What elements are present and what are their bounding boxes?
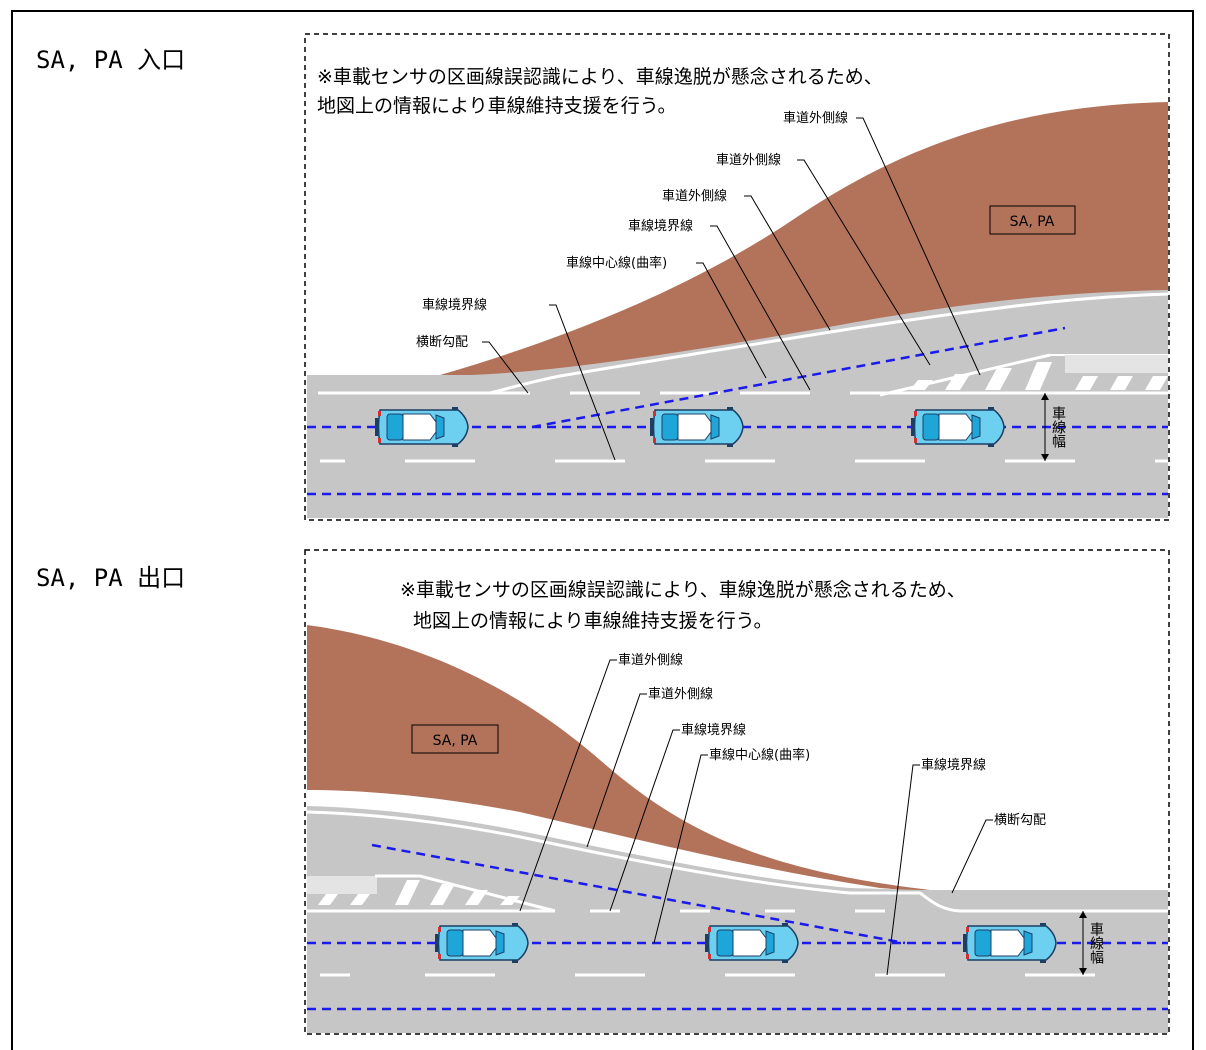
- exit-area-label: SA, PA: [433, 733, 478, 749]
- entrance-note-line1: ※車載センサの区画線誤認識により、車線逸脱が懸念されるため、: [317, 65, 883, 88]
- page-frame: [11, 10, 1194, 1050]
- entrance-road: [307, 290, 1168, 518]
- exit-gore-block: [307, 876, 377, 894]
- entrance-outer-edge-line: [307, 292, 1169, 395]
- entrance-leader-lines: [482, 117, 981, 461]
- exit-leader-lines: [519, 659, 993, 976]
- entrance-area-label: SA, PA: [1010, 214, 1055, 230]
- car: [910, 406, 1005, 448]
- car: [649, 406, 744, 448]
- exit-road: [307, 806, 1168, 1033]
- exit-label-center-curvature: 車線中心線(曲率): [709, 747, 810, 763]
- exit-outer-edge-line: [306, 810, 1168, 913]
- entrance-gore-block: [1065, 355, 1168, 373]
- car: [704, 922, 799, 964]
- exit-label-boundary-line-2: 車線境界線: [921, 757, 986, 773]
- exit-diagram: 車線幅 SA, PA ※車載センサの区画線誤認識により、車線逸脱が懸念されるため…: [304, 549, 1170, 1035]
- entrance-label-outer-line-1: 車道外側線: [783, 110, 848, 126]
- section-title-entrance: SA, PA 入口: [36, 46, 186, 74]
- entrance-label-boundary-line-1: 車線境界線: [628, 218, 693, 234]
- car: [962, 922, 1057, 964]
- exit-label-cross-slope: 横断勾配: [994, 813, 1046, 828]
- entrance-note-line2: 地図上の情報により車線維持支援を行う。: [317, 95, 676, 117]
- car: [374, 406, 469, 448]
- entrance-diagram: 車線幅 SA, PA ※車載センサの区画線誤認識により、車線逸脱が懸念されるため…: [304, 33, 1170, 521]
- entrance-label-center-curvature: 車線中心線(曲率): [566, 255, 667, 271]
- section-title-exit: SA, PA 出口: [36, 564, 186, 592]
- exit-note-line1: ※車載センサの区画線誤認識により、車線逸脱が懸念されるため、: [400, 578, 966, 601]
- entrance-lane-width-label: 車線幅: [1050, 405, 1066, 448]
- entrance-label-outer-line-3: 車道外側線: [662, 188, 727, 204]
- exit-chevrons: [318, 880, 520, 905]
- entrance-label-outer-line-2: 車道外側線: [716, 152, 781, 168]
- exit-note-line2: 地図上の情報により車線維持支援を行う。: [413, 610, 772, 632]
- entrance-lane-markings: [307, 391, 1168, 463]
- entrance-labels: 車道外側線 車道外側線 車道外側線 車線境界線 車線中心線(曲率) 車線境界線 …: [416, 110, 848, 350]
- entrance-service-area: [440, 102, 1168, 380]
- exit-labels: 車道外側線 車道外側線 車線境界線 車線中心線(曲率) 車線境界線 横断勾配: [618, 652, 1046, 828]
- exit-label-outer-line-1: 車道外側線: [618, 652, 683, 668]
- entrance-label-boundary-line-2: 車線境界線: [422, 297, 487, 313]
- entrance-lane-width-marker: 車線幅: [1041, 393, 1066, 461]
- exit-service-area: [307, 625, 930, 892]
- exit-lane-width-label: 車線幅: [1088, 921, 1104, 964]
- exit-lane-markings: [307, 909, 1095, 977]
- entrance-label-cross-slope: 横断勾配: [416, 335, 468, 350]
- entrance-area-label-box: SA, PA: [989, 205, 1076, 235]
- exit-label-boundary-line-1: 車線境界線: [681, 722, 746, 738]
- car: [434, 922, 529, 964]
- exit-gore-line: [375, 874, 556, 913]
- entrance-chevrons: [910, 362, 1168, 390]
- exit-label-outer-line-2: 車道外側線: [648, 686, 713, 702]
- exit-area-label-box: SA, PA: [411, 724, 499, 754]
- exit-lane-width-marker: 車線幅: [1079, 911, 1104, 975]
